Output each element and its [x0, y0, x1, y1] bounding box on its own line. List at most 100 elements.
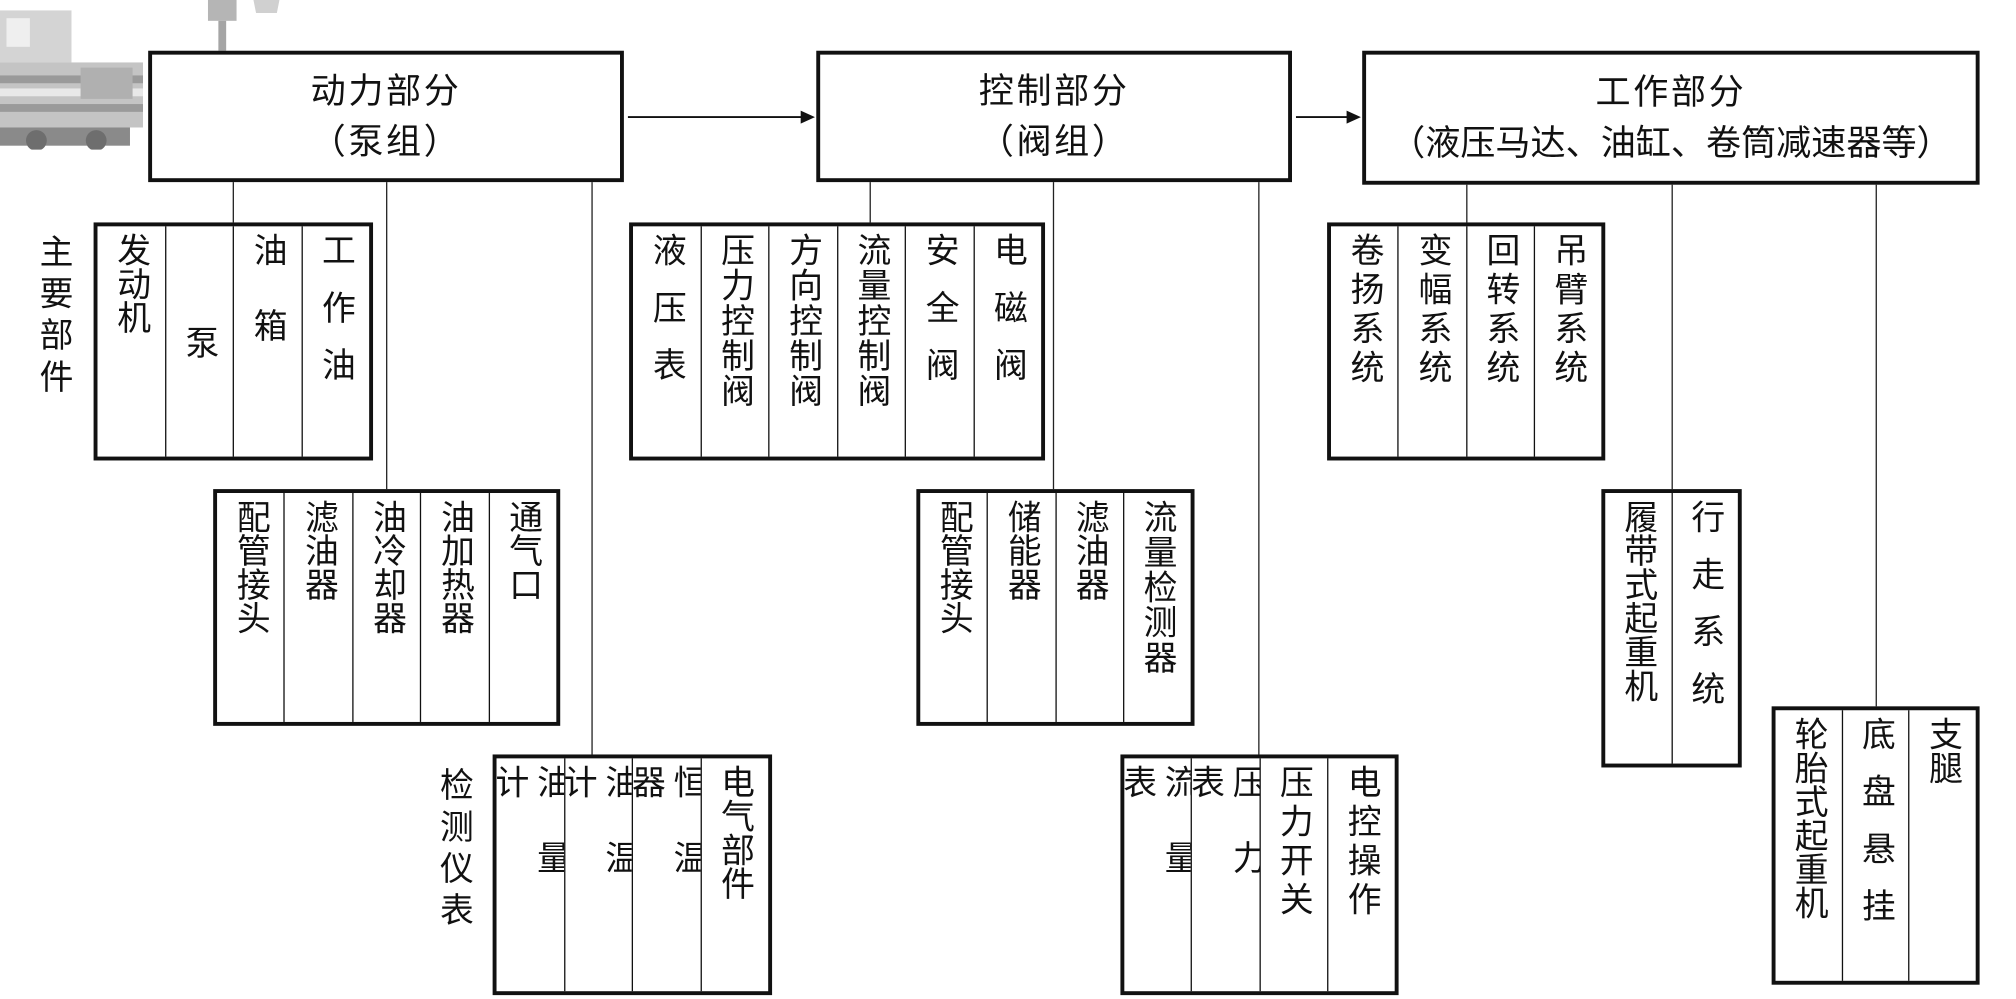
instruments-label: 检测仪表 [434, 767, 474, 934]
component-label: 支腿 [1923, 716, 1963, 785]
component-cell: 流量表 [1124, 758, 1191, 991]
control-section-subtitle: （阀组） [978, 121, 1130, 162]
connector-line [1671, 182, 1673, 492]
component-cell: 压力控制阀 [699, 226, 768, 457]
work-section-subtitle: （液压马达、油缸、卷筒减速器等） [1390, 122, 1952, 164]
component-label: 流量控制阀 [851, 232, 891, 409]
power-accessories: 配管接头 滤油器 油冷却器 油加热器 通气口 [213, 489, 561, 726]
component-cell: 储能器 [986, 493, 1055, 722]
component-label: 压力开关 [1273, 764, 1313, 921]
component-cell: 回转系统 [1465, 226, 1534, 457]
component-cell: 油冷却器 [352, 493, 420, 722]
component-label: 液压表 [646, 232, 686, 405]
control-section-title: 控制部分 [978, 70, 1130, 112]
control-accessories: 配管接头 储能器 滤油器 流量检测器 [916, 489, 1195, 726]
component-label: 配管接头 [230, 499, 270, 635]
connector-line [1875, 182, 1877, 709]
control-instruments: 流量表 压力表 压力开关 电控操作 [1120, 754, 1399, 996]
component-label: 压力表 [1190, 764, 1259, 916]
component-cell: 油加热器 [420, 493, 488, 722]
work-crawler-crane: 履带式起重机 行走系统 [1601, 489, 1742, 768]
component-label: 安全阀 [919, 232, 959, 405]
component-cell: 油温计 [563, 758, 632, 992]
component-label: 恒温器 [631, 764, 700, 916]
component-cell: 通气口 [488, 493, 556, 722]
power-section-title: 动力部分 [310, 70, 462, 112]
component-cell: 电磁阀 [972, 226, 1041, 457]
component-label: 油加热器 [435, 499, 475, 635]
connector-line [869, 179, 871, 226]
component-label: 油量计 [496, 764, 564, 916]
crane-image [0, 0, 280, 150]
component-label: 底盘悬挂 [1856, 716, 1896, 946]
component-label: 流量检测器 [1137, 499, 1177, 676]
connector-line [386, 179, 388, 492]
component-cell: 变幅系统 [1397, 226, 1466, 457]
component-label: 工作油 [316, 232, 356, 405]
arrow-icon [1295, 110, 1361, 124]
component-cell: 流量控制阀 [836, 226, 904, 457]
component-cell: 滤油器 [1054, 493, 1123, 722]
component-cell: 工作油 [300, 226, 369, 457]
connector-line [591, 179, 593, 758]
component-label: 滤油器 [1069, 499, 1109, 601]
component-label: 方向控制阀 [783, 232, 823, 409]
work-wheeled-crane: 轮胎式起重机 底盘悬挂 支腿 [1771, 706, 1980, 985]
connector-line [1258, 179, 1260, 758]
connector-line [1466, 182, 1468, 226]
component-label: 通气口 [503, 499, 543, 601]
power-section-subtitle: （泵组） [310, 121, 462, 162]
component-label: 履带式起重机 [1618, 499, 1658, 703]
component-cell: 配管接头 [217, 493, 284, 722]
component-label: 电气部件 [715, 764, 755, 901]
component-cell: 吊臂系统 [1533, 226, 1601, 457]
component-cell: 履带式起重机 [1605, 493, 1671, 764]
component-cell: 流量检测器 [1122, 493, 1191, 722]
control-section-header: 控制部分 （阀组） [816, 50, 1293, 183]
component-cell: 支腿 [1908, 710, 1976, 981]
work-main-parts: 卷扬系统 变幅系统 回转系统 吊臂系统 [1327, 222, 1606, 461]
component-cell: 液压表 [633, 226, 700, 456]
main-parts-label: 主要部件 [33, 234, 73, 401]
component-cell: 恒温器 [631, 758, 700, 992]
component-label: 压力控制阀 [715, 232, 755, 409]
component-label: 发动机 [111, 232, 151, 335]
component-label: 行走系统 [1685, 499, 1725, 729]
component-label: 油冷却器 [367, 499, 407, 635]
power-section-header: 动力部分 （泵组） [148, 50, 624, 183]
component-cell: 底盘悬挂 [1841, 710, 1908, 981]
component-cell: 泵 [164, 226, 232, 457]
connector-line [232, 179, 234, 226]
component-cell: 油箱 [232, 226, 301, 457]
component-cell: 行走系统 [1670, 493, 1738, 764]
arrow-icon [627, 110, 815, 124]
component-cell: 轮胎式起重机 [1776, 710, 1842, 981]
component-cell: 滤油器 [283, 493, 352, 722]
component-label: 流量表 [1124, 764, 1191, 916]
component-label: 油箱 [247, 232, 287, 384]
work-section-header: 工作部分 （液压马达、油缸、卷筒减速器等） [1362, 50, 1980, 185]
component-cell: 安全阀 [904, 226, 973, 457]
component-cell: 压力开关 [1258, 758, 1327, 992]
component-label: 回转系统 [1480, 232, 1520, 389]
component-cell: 压力表 [1190, 758, 1259, 992]
component-label: 储能器 [1001, 499, 1041, 601]
component-cell: 配管接头 [920, 493, 987, 722]
component-cell: 卷扬系统 [1331, 226, 1398, 456]
work-section-title: 工作部分 [1595, 72, 1747, 113]
component-cell: 方向控制阀 [768, 226, 836, 457]
power-instruments: 油量计 油温计 恒温器 电气部件 [492, 754, 773, 996]
control-main-parts: 液压表 压力控制阀 方向控制阀 流量控制阀 安全阀 电磁阀 [629, 222, 1046, 461]
component-cell: 油量计 [497, 758, 564, 991]
component-label: 吊臂系统 [1548, 232, 1588, 389]
component-label: 泵 [179, 324, 219, 359]
component-cell: 发动机 [97, 226, 164, 456]
component-label: 轮胎式起重机 [1788, 716, 1828, 920]
component-label: 卷扬系统 [1344, 232, 1384, 389]
component-label: 变幅系统 [1412, 232, 1452, 389]
component-cell: 电控操作 [1326, 758, 1395, 992]
connector-line [1052, 179, 1055, 492]
component-label: 油温计 [563, 764, 632, 916]
component-label: 电控操作 [1341, 764, 1381, 921]
